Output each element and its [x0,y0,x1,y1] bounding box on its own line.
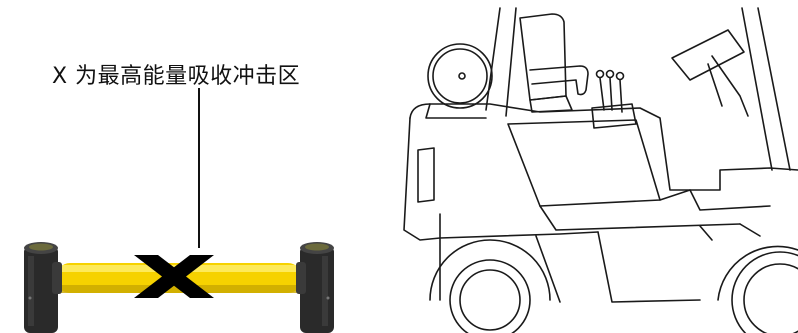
impact-zone-caption: X 为最高能量吸收冲击区 [52,64,301,89]
barrier-post-right [300,242,334,333]
impact-x-marker [134,255,214,298]
barrier-post-left [24,242,58,333]
safety-barrier [24,242,334,333]
forklift-illustration [403,7,798,333]
